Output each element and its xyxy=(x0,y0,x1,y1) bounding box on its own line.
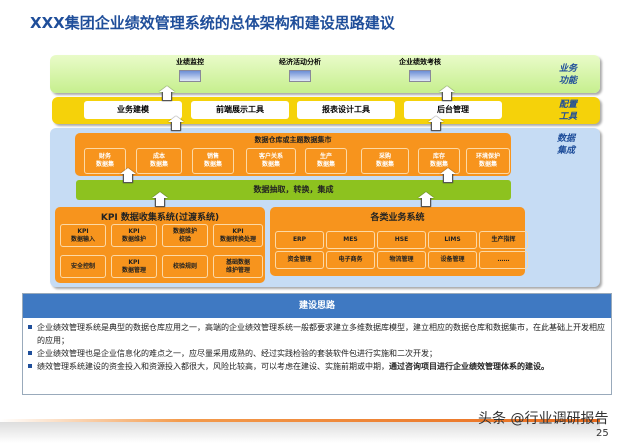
footer-shade xyxy=(0,422,600,443)
up-arrow-icon xyxy=(440,168,456,183)
dataset-item[interactable]: 成本 数据集 xyxy=(136,148,182,174)
footer-line xyxy=(0,419,600,422)
business-system-item[interactable]: LIMS xyxy=(428,231,477,249)
up-arrow-icon xyxy=(418,192,434,207)
dataset-item[interactable]: 客户关系 数据集 xyxy=(246,148,296,174)
business-layer-label: 业务功能 xyxy=(558,64,577,86)
kpi-module-item[interactable]: KPI 数据输入 xyxy=(60,224,106,247)
business-system-item[interactable]: MES xyxy=(326,231,375,249)
dataset-item[interactable]: 财务 数据集 xyxy=(84,148,126,174)
kpi-module-item[interactable]: KPI 数据维护 xyxy=(111,224,157,247)
business-function-item[interactable]: 经济活动分析 xyxy=(265,57,335,82)
up-arrow-icon xyxy=(428,116,444,131)
business-system-item[interactable]: …… xyxy=(479,251,528,269)
config-tool-item[interactable]: 业务建模 xyxy=(84,101,182,119)
up-arrow-icon xyxy=(120,168,136,183)
data-warehouse-box xyxy=(75,133,511,176)
business-system-item[interactable]: 物流管理 xyxy=(377,251,426,269)
warehouse-title: 数据仓库或主题数据集市 xyxy=(254,136,332,144)
screenshot-thumbnail-icon xyxy=(289,70,311,82)
dataset-item[interactable]: 环境保护 数据集 xyxy=(466,148,510,174)
business-system-item[interactable]: 生产指挥 xyxy=(479,231,528,249)
kpi-module-item[interactable]: KPI 数据管理 xyxy=(111,255,157,278)
dataset-item[interactable]: 销售 数据集 xyxy=(192,148,234,174)
function-label: 业绩监控 xyxy=(176,58,204,66)
kpi-module-item[interactable]: 数据维护 校验 xyxy=(162,224,208,247)
business-systems-box xyxy=(270,207,525,276)
up-arrow-icon xyxy=(168,116,184,131)
config-tool-item[interactable]: 前端展示工具 xyxy=(191,101,289,119)
dataset-item[interactable]: 库存 数据集 xyxy=(418,148,460,174)
business-system-item[interactable]: ERP xyxy=(275,231,324,249)
config-tool-item[interactable]: 后台管理 xyxy=(404,101,502,119)
kpi-system-box xyxy=(55,207,265,283)
watermark: 头条 @行业调研报告 xyxy=(478,411,609,427)
dataset-item[interactable]: 采购 数据集 xyxy=(361,148,409,174)
business-system-item[interactable]: 设备管理 xyxy=(428,251,477,269)
business-system-item[interactable]: 资金管理 xyxy=(275,251,324,269)
kpi-system-title: KPI 数据收集系统(过渡系统) xyxy=(100,213,220,223)
dataset-item[interactable]: 生产 数据集 xyxy=(305,148,347,174)
business-function-item[interactable]: 企业绩效考核 xyxy=(385,57,455,82)
function-label: 经济活动分析 xyxy=(279,58,321,66)
integration-layer-label: 数据集成 xyxy=(556,134,575,156)
up-arrow-icon xyxy=(152,192,168,207)
kpi-module-item[interactable]: KPI 数据转换处理 xyxy=(213,224,263,247)
idea-bullet: 绩效管理系统建设的资金投入和资源投入都很大，风险比较高，可以考虑在建设、实施前期… xyxy=(27,360,607,373)
business-system-item[interactable]: HSE xyxy=(377,231,426,249)
function-label: 企业绩效考核 xyxy=(399,58,441,66)
ideas-header: 建设思路 xyxy=(23,294,611,318)
page-number: 25 xyxy=(596,428,609,439)
kpi-module-item[interactable]: 校验规则 xyxy=(162,255,208,278)
screenshot-thumbnail-icon xyxy=(409,70,431,82)
page-title: XXX集团企业绩效管理系统的总体架构和建设思路建议 xyxy=(30,14,395,32)
config-layer-label: 配置工具 xyxy=(558,100,577,122)
business-system-item[interactable]: 电子商务 xyxy=(326,251,375,269)
business-function-item[interactable]: 业绩监控 xyxy=(155,57,225,82)
idea-bullet: 企业绩效管理系统是典型的数据仓库应用之一，高端的企业绩效管理系统一般都要求建立多… xyxy=(27,321,607,347)
business-systems-title: 各类业务系统 xyxy=(370,213,425,223)
ideas-panel: 建设思路 企业绩效管理系统是典型的数据仓库应用之一，高端的企业绩效管理系统一般都… xyxy=(22,293,612,395)
idea-bullet: 企业绩效管理也是企业信息化的难点之一，应尽量采用成熟的、经过实践检验的套装软件包… xyxy=(27,347,607,360)
kpi-module-item[interactable]: 安全控制 xyxy=(60,255,106,278)
screenshot-thumbnail-icon xyxy=(179,70,201,82)
etl-bar: 数据抽取，转换，集成 xyxy=(76,180,511,200)
config-tool-item[interactable]: 报表设计工具 xyxy=(297,101,395,119)
up-arrow-icon xyxy=(439,86,455,101)
kpi-module-item[interactable]: 基础数据 维护管理 xyxy=(213,255,263,278)
up-arrow-icon xyxy=(159,86,175,101)
business-function-layer xyxy=(50,55,600,93)
